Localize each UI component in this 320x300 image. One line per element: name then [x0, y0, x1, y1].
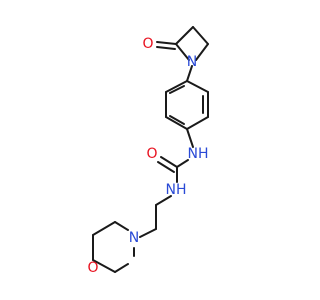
bond-aryl-4 [165, 116, 188, 130]
atom-nh-chain: NH [166, 182, 187, 198]
bond-urea-carbonyl-2 [157, 161, 175, 173]
bond-ch2-morpholine-n [139, 228, 157, 238]
bond-urea-carbonyl-1 [160, 156, 178, 168]
bond-aryl-3 [186, 116, 209, 130]
bond-lactam-n-aryl [186, 65, 193, 82]
atom-o-lactam: O [142, 36, 153, 52]
bond-lactam-n-c1 [175, 43, 190, 61]
bonds-layer [92, 26, 209, 273]
bond-morph-4 [92, 259, 116, 273]
atom-o-morpholine: O [87, 260, 98, 276]
bond-lactam-carbonyl-2 [156, 46, 176, 50]
atom-n-morpholine: N [129, 230, 139, 246]
bond-lactam-c1-c2 [175, 26, 194, 45]
atom-nh-aryl: NH [188, 146, 209, 162]
bond-morph-1 [114, 221, 129, 231]
bond-lactam-c2-c3 [192, 26, 209, 45]
bond-aryl-6 [165, 80, 188, 93]
bond-aryl-inner-3 [169, 85, 185, 94]
bond-morph-5 [114, 263, 129, 273]
bond-aryl-inner-2 [169, 115, 185, 125]
atom-n-lactam: N [187, 54, 197, 70]
molecule-structure-diagram: O N NH O NH N O [87, 26, 209, 276]
bond-lactam-carbonyl-1 [156, 41, 177, 45]
bond-lactam-c3-n [195, 43, 209, 61]
bond-morph-2 [92, 221, 116, 236]
bond-nh-urea-c [176, 159, 189, 168]
bond-nh-ch2 [155, 195, 172, 206]
bond-aryl-nh [186, 128, 194, 148]
bond-aryl-1 [186, 80, 209, 93]
atoms-layer: O N NH O NH N O [87, 36, 208, 276]
atom-o-urea: O [146, 146, 157, 162]
